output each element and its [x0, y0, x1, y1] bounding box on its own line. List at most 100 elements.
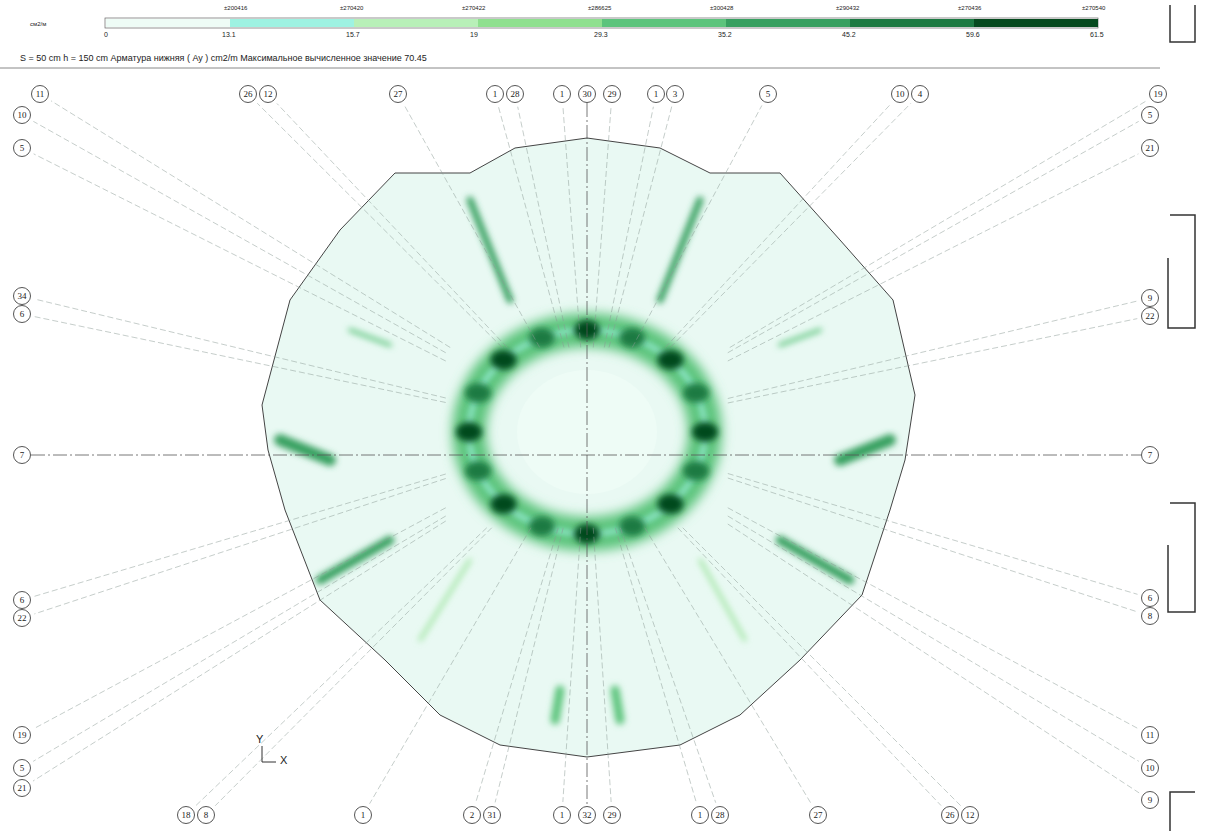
legend-swatch	[478, 19, 602, 27]
grid-line	[495, 528, 563, 803]
legend-value: 13.1	[222, 31, 236, 38]
grid-line	[404, 105, 539, 347]
axis-callout: 9	[1141, 289, 1159, 307]
grid-line	[215, 528, 492, 806]
grid-line	[728, 154, 1139, 361]
axis-callout: 5	[13, 139, 31, 157]
peak-spot	[683, 461, 709, 481]
grid-line	[683, 528, 961, 806]
callout-number: 21	[18, 784, 27, 793]
grid-line	[51, 101, 450, 348]
grid-line	[615, 528, 696, 803]
callout-number: 6	[20, 596, 25, 605]
grid-line	[728, 508, 1139, 729]
axis-callout: 6	[13, 591, 31, 609]
callout-number: 3	[673, 90, 678, 99]
grid-line	[35, 317, 446, 403]
peak-spot	[456, 422, 482, 442]
peak-spot	[465, 461, 491, 481]
grid-line	[670, 103, 911, 347]
peak-spot	[491, 350, 517, 370]
callout-number: 22	[18, 614, 27, 623]
stress-streak	[660, 200, 700, 300]
axis-callout: 1	[691, 806, 709, 824]
axis-callout: 28	[711, 806, 729, 824]
slab-outline	[262, 138, 915, 757]
axis-callout: 10	[1141, 759, 1159, 777]
axis-callout: 5	[1141, 106, 1159, 124]
stress-streak	[840, 440, 890, 460]
callout-number: 5	[1148, 111, 1153, 120]
grid-line	[632, 105, 762, 347]
legend-value: 45.2	[842, 31, 856, 38]
axis-callout: 2	[463, 806, 481, 824]
axis-callout: 1	[354, 806, 372, 824]
grid-line	[277, 103, 507, 347]
legend-swatch	[850, 19, 974, 27]
axis-callout: 7	[1141, 446, 1159, 464]
axis-callout: 19	[13, 726, 31, 744]
callout-number: 19	[1154, 90, 1163, 99]
callout-number: 26	[244, 90, 253, 99]
axis-callout: 29	[603, 85, 621, 103]
legend-value: 15.7	[346, 31, 360, 38]
callout-number: 34	[18, 292, 27, 301]
scale-value: ±200416	[224, 5, 247, 11]
bracket	[1168, 5, 1195, 831]
axis-callout: 9	[1141, 791, 1159, 809]
scale-value: ±270420	[340, 5, 363, 11]
axis-callout: 10	[13, 106, 31, 124]
grid-line	[498, 107, 564, 348]
axis-callout: 1	[647, 85, 665, 103]
axis-callout: 31	[483, 806, 501, 824]
callout-number: 28	[716, 811, 725, 820]
peak-spot	[465, 383, 491, 403]
axis-name: Y	[256, 733, 263, 745]
callout-number: 22	[1146, 312, 1155, 321]
axis-callout: 1	[553, 806, 571, 824]
callout-number: 21	[1146, 144, 1155, 153]
callout-number: 5	[20, 144, 25, 153]
grid-line	[728, 478, 1138, 612]
grid-line	[593, 107, 611, 348]
callout-number: 29	[608, 90, 617, 99]
grid-line	[35, 299, 446, 398]
grid-line	[609, 107, 672, 348]
grid-line	[195, 528, 486, 806]
axis-callout: 3	[666, 85, 684, 103]
axis-callout: 21	[1141, 139, 1159, 157]
axis-callout: 26	[941, 806, 959, 824]
callout-number: 27	[394, 90, 403, 99]
grid-line	[730, 101, 1147, 348]
callout-number: 8	[204, 811, 209, 820]
axis-callout: 34	[13, 287, 31, 305]
callout-number: 1	[560, 90, 565, 99]
callout-number: 2	[470, 811, 475, 820]
axis-callout: 1	[486, 85, 504, 103]
axis-callout: 11	[31, 85, 49, 103]
legend-swatch	[726, 19, 850, 27]
callout-number: 1	[493, 90, 498, 99]
callout-number: 10	[1146, 764, 1155, 773]
grid-line	[33, 516, 446, 761]
callout-number: 18	[182, 811, 191, 820]
callout-number: 7	[1148, 451, 1153, 460]
legend-value: 29.3	[594, 31, 608, 38]
axis-callout: 12	[259, 85, 277, 103]
grid-line	[728, 121, 1139, 352]
axis-callout: 10	[891, 85, 909, 103]
scale-value: ±300428	[710, 5, 733, 11]
callout-number: 5	[20, 764, 25, 773]
axis-callout: 19	[1149, 85, 1167, 103]
grid-line	[34, 479, 445, 614]
grid-lines	[33, 101, 1147, 806]
peak-spot	[529, 328, 555, 348]
grid-line	[563, 528, 581, 802]
callout-number: 12	[966, 811, 975, 820]
axis-callout: 1	[553, 85, 571, 103]
scale-value: 0	[104, 31, 108, 38]
legend-swatch	[602, 19, 726, 27]
stress-streak	[555, 690, 560, 720]
callout-number: 30	[583, 90, 592, 99]
